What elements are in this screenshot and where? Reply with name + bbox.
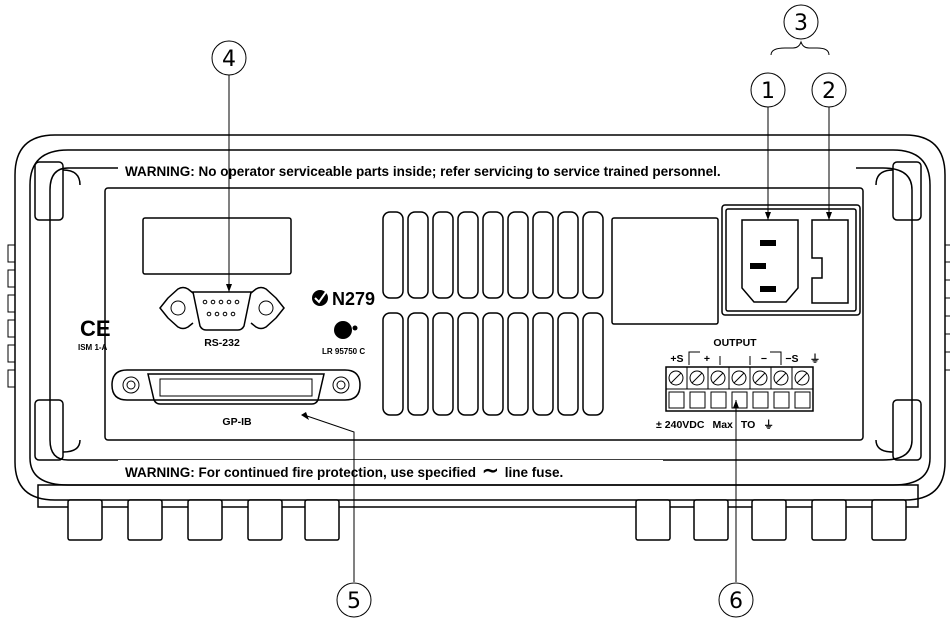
svg-text:SP: SP bbox=[337, 326, 349, 336]
ac-line-symbol: ∼ bbox=[482, 460, 499, 482]
power-module bbox=[721, 204, 861, 316]
callout-marker-4: 4 bbox=[211, 40, 247, 76]
minus-label: − bbox=[761, 353, 767, 365]
minus-sense-label: −S bbox=[785, 353, 798, 365]
top-warning-label: WARNING: No operator serviceable parts i… bbox=[125, 164, 721, 179]
csa-mark-icon: SP bbox=[334, 321, 358, 339]
power-inlet[interactable] bbox=[741, 219, 799, 303]
svg-text:3: 3 bbox=[794, 11, 808, 36]
bottom-feet bbox=[37, 484, 919, 541]
callout-marker-3: 3 bbox=[783, 4, 819, 40]
cooling-vents bbox=[382, 211, 604, 416]
callout-marker-6: 6 bbox=[718, 582, 754, 618]
svg-text:1: 1 bbox=[761, 79, 775, 104]
rs232-label: RS-232 bbox=[204, 337, 240, 349]
ground-symbol: ⏚ bbox=[810, 353, 821, 365]
svg-text:CE: CE bbox=[80, 316, 111, 341]
c-tick-code: N279 bbox=[332, 289, 375, 309]
callout-marker-1: 1 bbox=[750, 72, 786, 108]
plus-label: + bbox=[704, 353, 710, 365]
bottom-warning-label: WARNING: For continued fire protection, … bbox=[125, 460, 563, 482]
callout-marker-2: 2 bbox=[811, 72, 847, 108]
c-tick-icon bbox=[312, 290, 328, 306]
output-terminal-block[interactable] bbox=[665, 366, 814, 412]
csa-code: LR 95750 C bbox=[322, 347, 365, 356]
callout-leaders bbox=[226, 40, 832, 582]
rs232-connector[interactable] bbox=[159, 286, 285, 331]
svg-text:6: 6 bbox=[729, 589, 743, 614]
plus-sense-label: +S bbox=[670, 353, 683, 365]
svg-text:5: 5 bbox=[347, 589, 361, 614]
ce-mark: CE bbox=[80, 316, 111, 341]
output-label: OUTPUT bbox=[713, 337, 757, 349]
svg-text:4: 4 bbox=[222, 47, 236, 72]
svg-text:2: 2 bbox=[822, 79, 836, 104]
label-plate bbox=[142, 217, 292, 275]
callout-marker-5: 5 bbox=[336, 582, 372, 618]
gpib-label: GP-IB bbox=[222, 416, 252, 428]
ism-label: ISM 1-A bbox=[78, 343, 108, 352]
corner-bumpers bbox=[34, 161, 922, 461]
chassis-outline bbox=[7, 134, 950, 501]
fuse-holder[interactable] bbox=[811, 219, 849, 304]
rs232-pins bbox=[202, 299, 240, 317]
blank-plate bbox=[611, 217, 719, 325]
gpib-connector[interactable] bbox=[111, 369, 361, 405]
output-terminal-labels: +S OUTPUT + − −S ⏚ bbox=[670, 337, 820, 365]
terminal-screw-icons bbox=[668, 370, 810, 386]
